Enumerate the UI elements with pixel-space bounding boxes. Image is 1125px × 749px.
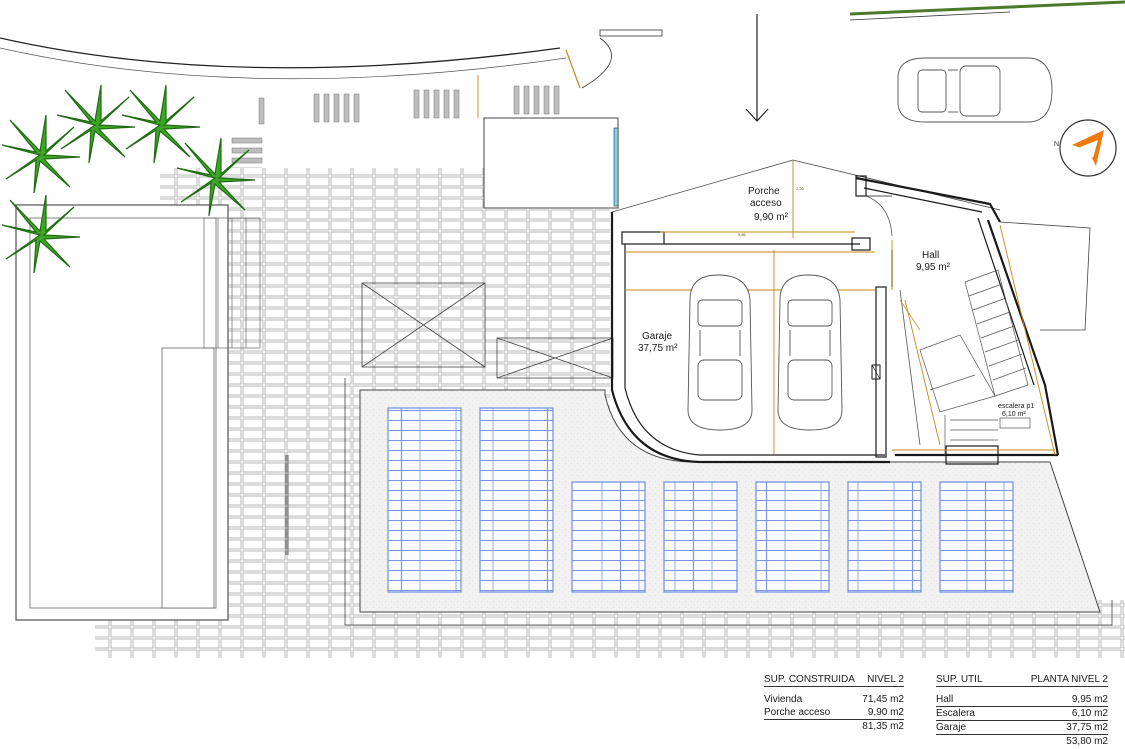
row-value: 9,95 m2 bbox=[1071, 694, 1108, 705]
room-label-porche: Porche acceso 9,90 m² bbox=[748, 186, 789, 223]
header-right: PLANTA NIVEL 2 bbox=[1030, 674, 1108, 685]
escalera-name: escalera p1 bbox=[998, 403, 1034, 410]
street-edge bbox=[0, 37, 561, 69]
porche-name-line2: acceso bbox=[750, 198, 782, 209]
row-label: Vivienda bbox=[764, 694, 803, 705]
solar-panel bbox=[663, 481, 738, 593]
total-value: 53,80 m2 bbox=[1066, 736, 1108, 747]
header-left: SUP. CONSTRUIDA bbox=[764, 674, 855, 685]
table-row: Porche acceso 9,90 m2 bbox=[764, 706, 904, 719]
table-row: Escalera 6,10 m2 bbox=[936, 707, 1108, 721]
car-icon bbox=[897, 57, 1053, 123]
palm-tree-icon bbox=[1, 84, 256, 274]
table-sup-util: SUP. UTIL PLANTA NIVEL 2 Hall 9,95 m2 Es… bbox=[936, 673, 1108, 748]
north-arrow-icon bbox=[745, 14, 769, 122]
solar-panel bbox=[387, 407, 462, 593]
svg-text:N: N bbox=[1054, 141, 1059, 148]
solar-panel-array bbox=[387, 407, 1014, 593]
row-value: 9,90 m2 bbox=[867, 707, 904, 718]
svg-text:5,86: 5,86 bbox=[738, 232, 747, 237]
car-icon bbox=[687, 274, 753, 431]
row-label: Garaje bbox=[936, 722, 967, 733]
table-row: Garaje 37,75 m2 bbox=[936, 721, 1108, 735]
room-label-escalera: escalera p1 6,10 m² bbox=[998, 403, 1034, 418]
row-label: Porche acceso bbox=[764, 707, 831, 718]
escalera-area: 6,10 m² bbox=[1002, 411, 1026, 418]
row-value: 37,75 m2 bbox=[1066, 722, 1108, 733]
porche-area: 9,90 m² bbox=[754, 212, 789, 223]
solar-panel bbox=[479, 407, 554, 593]
solar-panel bbox=[571, 481, 646, 593]
garaje-area: 37,75 m² bbox=[638, 343, 678, 354]
solar-panel bbox=[755, 481, 830, 593]
room-label-garaje: Garaje 37,75 m² bbox=[638, 331, 678, 354]
header-right: NIVEL 2 bbox=[867, 674, 904, 685]
garaje-name: Garaje bbox=[642, 331, 672, 342]
row-label: Hall bbox=[936, 694, 954, 705]
total-value: 81,35 m2 bbox=[862, 721, 904, 732]
parking-stripes bbox=[258, 85, 560, 125]
table-total: 53,80 m2 bbox=[936, 735, 1108, 748]
table-row: Vivienda 71,45 m2 bbox=[764, 693, 904, 706]
row-value: 6,10 m2 bbox=[1071, 708, 1108, 719]
staircase bbox=[919, 269, 1031, 455]
hall-name: Hall bbox=[922, 250, 939, 261]
solar-panel bbox=[847, 481, 922, 593]
hall-area: 9,95 m² bbox=[916, 262, 951, 273]
compass-icon: N bbox=[1054, 119, 1117, 177]
table-row: Hall 9,95 m2 bbox=[936, 693, 1108, 707]
porche-name-line1: Porche bbox=[748, 186, 780, 197]
solar-panel bbox=[939, 481, 1014, 593]
table-total: 81,35 m2 bbox=[764, 719, 904, 733]
garage-walls bbox=[610, 212, 890, 464]
svg-text:2,20: 2,20 bbox=[796, 186, 805, 191]
row-label: Escalera bbox=[936, 708, 975, 719]
roof-skylight bbox=[361, 282, 614, 379]
row-value: 71,45 m2 bbox=[862, 694, 904, 705]
car-icon bbox=[777, 274, 843, 431]
table-sup-construida: SUP. CONSTRUIDA NIVEL 2 Vivienda 71,45 m… bbox=[764, 673, 904, 733]
table-header: SUP. CONSTRUIDA NIVEL 2 bbox=[764, 673, 904, 687]
table-header: SUP. UTIL PLANTA NIVEL 2 bbox=[936, 673, 1108, 687]
header-left: SUP. UTIL bbox=[936, 674, 983, 685]
room-label-hall: Hall 9,95 m² bbox=[916, 250, 951, 273]
